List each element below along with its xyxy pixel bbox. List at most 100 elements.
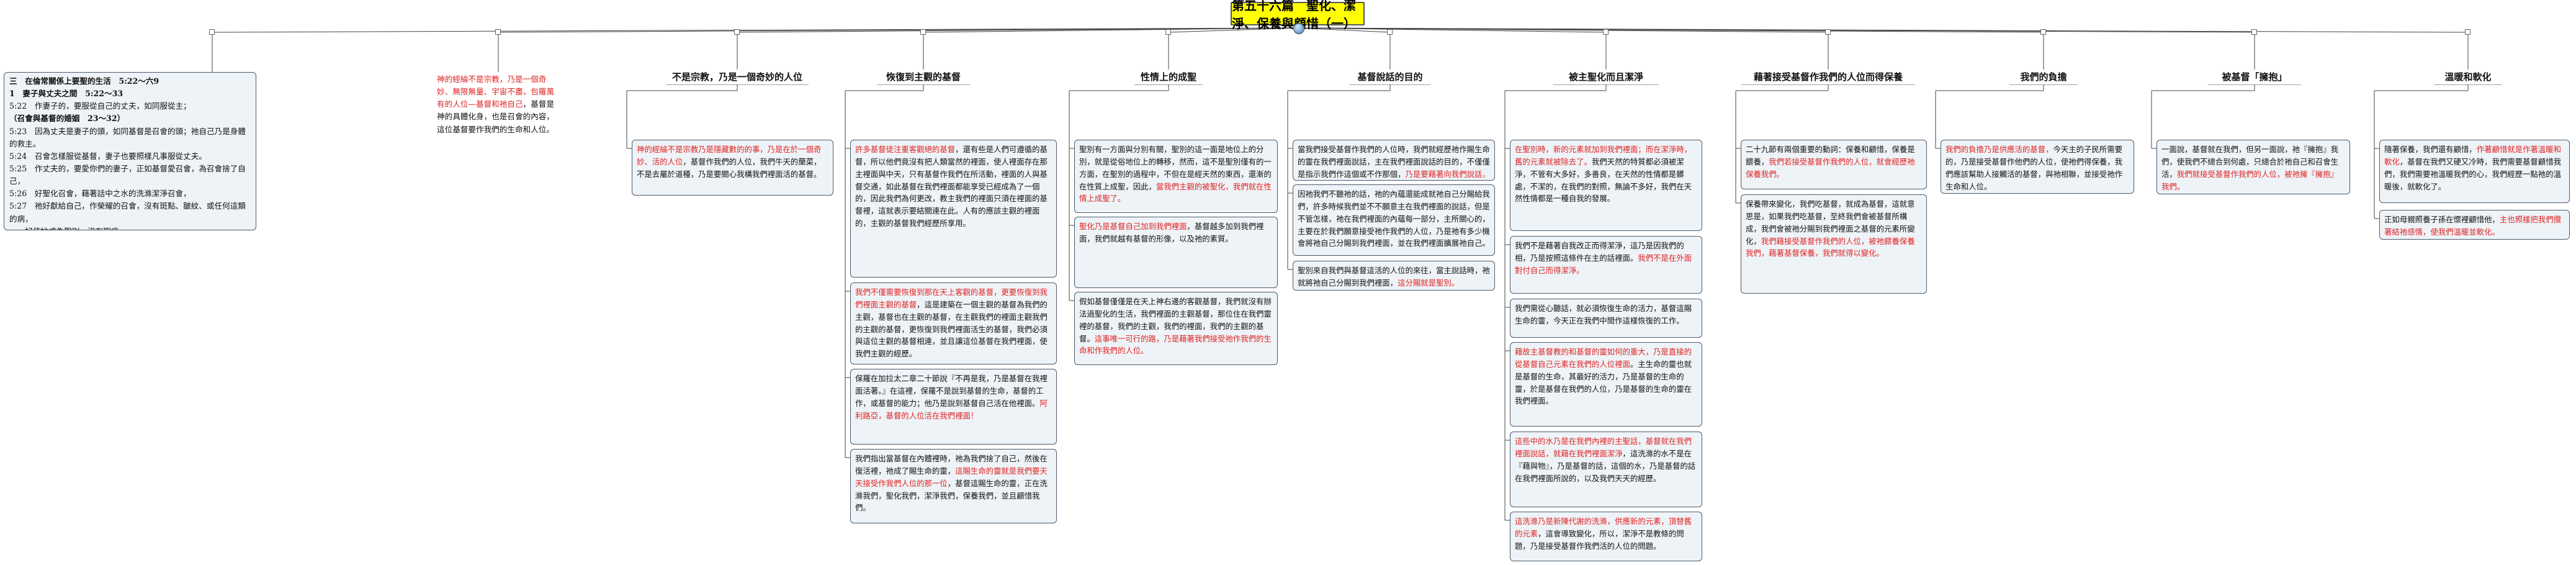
topic-node[interactable]: 假如基督僅僅是在天上神右邊的客觀基督，我們就沒有辦法過聖化的生活，我們裡面的主觀… [1074,292,1278,365]
node-text: 我們不是在外面對付自己而得潔淨。 [1515,253,1692,275]
branch-handle[interactable] [1825,29,1831,35]
node-text: 二十九節有兩個重要的動詞：保養和顧惜，保養是餵養， [1746,145,1915,166]
node-text: 作著顧惜就是作著溫暖和軟化 [2384,145,2561,166]
branch-handle[interactable] [2465,29,2471,35]
topic-node[interactable]: 我們需從心聽話，就必須恢復生命的活力，基督這賜生命的靈，今天正在我們中間作這樣恢… [1510,299,1702,338]
branch-heading[interactable]: 藉著接受基督作我們的人位而得保養 [1741,70,1915,84]
branch-handle[interactable] [1387,29,1393,35]
node-text: 今天主的子民所需要的，乃是接受基督作他們的人位，使祂們得保養，我們應該幫助人接觸… [1945,145,2122,191]
branch-handle[interactable] [2040,29,2046,35]
node-text: 我們不僅需要恢復到那在天上客觀的基督，更要恢復到我們裡面主觀的基督 [855,287,1048,309]
topic-node[interactable]: 正如母親照養子孫在懷裡顧惜他，主也照樣把我們攬著結祂感情，使我們溫暖並軟化。 [2379,210,2570,240]
branch-handle[interactable] [920,29,926,35]
node-text: 主也照樣把我們攬著結祂感情，使我們溫暖並軟化。 [2384,215,2561,237]
node-text: ，基督作我們的人位，我們牛天的蘭菜，不是去屬於道種，乃是要關心我構我們裡面活的基… [637,156,822,179]
connector-root-branch [1298,27,2469,33]
outline-line: 三 在倫常關係上要聖的生活 5:22～六9 [9,76,159,86]
topic-node[interactable]: 我們指出當基督在內體裡時，祂為我們捨了自己，然後在復活裡，祂成了賜生命的靈，這賜… [850,449,1057,523]
outline-line: 5:24 召會怎樣服從基督，妻子也要照樣凡事服從丈夫。 [9,151,207,161]
node-text: 一面說，基督就在我們，但另一面說，祂『擁抱』我們，使我們不總合到何處，只總合於祂… [2161,145,2338,179]
node-text: ，基督這賜生命的靈，正在洗滌我們，聖化我們，潔淨我們，保養我們，並且顧惜我們。 [855,478,1048,513]
intro-text: ，基督是神的具體化身，也是召會的內容，這位基督要作我們的生命和人位。 [437,99,554,134]
node-text: 聖化乃是基督自己加到我們裡面 [1079,222,1187,231]
branch-heading[interactable]: 不是宗教，乃是一個奇妙的人位 [666,70,809,84]
topic-node[interactable]: 在聖別時，新的元素就加到我們裡面；而在潔淨時，舊的元素就被除去了。我們天然的特質… [1510,140,1702,231]
topic-node[interactable]: 聖別來自我們與基督這活的人位的來往，當主說話時，祂就將祂自己分賜到我們裡面，這分… [1293,261,1495,291]
intro-text: 神的經綸不是宗教，乃是一個奇妙、無限無量、宇宙不盡，包羅萬有的人位—基督和祂自己 [437,75,554,109]
branch-heading[interactable]: 恢復到主觀的基督 [877,70,970,84]
node-text: 假如基督僅僅是在天上神右邊的客觀基督，我們就沒有辦法過聖化的生活，我們裡面的主觀… [1079,297,1272,343]
branch-handle[interactable] [2251,29,2257,35]
outline-line: 5:25 作丈夫的，要愛你們的妻子，正如基督愛召會，為召會捨了自己， [9,163,246,186]
branch-handle[interactable] [734,29,740,35]
scripture-outline[interactable]: 三 在倫常關係上要聖的生活 5:22～六9 1 妻子與丈夫之間 5:22～33 5:… [4,72,256,230]
node-text: ，這會導致變化，所以，潔淨不是教條的問題，乃是接受基督作我們活的人位的問題。 [1515,528,1684,551]
node-text: 這分賜就是聖別。 [1398,278,1460,287]
topic-node[interactable]: 這洗滌乃是新陳代謝的洗滌，供應新的元素，頂替舊的元素，這會導致變化，所以，潔淨不… [1510,512,1702,561]
branch-heading[interactable]: 我們的負擔 [2009,70,2078,84]
branch-handle[interactable] [1603,29,1609,35]
node-text: 在聖別時，新的元素就加到我們裡面；而在潔淨時，舊的元素就被除去了。 [1515,145,1692,166]
node-text: 這些中的水乃是在我們內裡的主聖話，基督就在我們裡面說話，就藉在我們裡面潔淨 [1515,436,1692,458]
branch-handle-intro[interactable] [495,29,501,35]
node-text: 聖別來自我們與基督這活的人位的來往，當主說話時，祂就將祂自己分賜到我們裡面， [1298,266,1490,287]
branch-heading[interactable]: 溫暖和軟化 [2434,70,2502,84]
node-text: ，基督在我們又硬又冷時，我們需要基督顧惜我們，我們需要祂溫暖我們的心，我們經歷一… [2384,156,2561,191]
node-text: 這賜生命的靈就是我們要天天接受作我們人位的那一位 [855,466,1048,488]
topic-node[interactable]: 許多基督徒注重客觀絕的基督，還有些是人們可遵循的基督，所以他們竟沒有把人類當然的… [850,140,1057,278]
branch-heading[interactable]: 被基督「擁抱」 [2208,70,2301,84]
outline-line: 5:22 作妻子的，要服從自己的丈夫，如同服從主； [9,101,191,111]
connector-root-branch [737,27,1299,33]
node-text: 我們就接受基督作我們的人位，被祂擁『擁抱』我們。 [2161,169,2338,191]
topic-node[interactable]: 神的經綸不是宗教乃是隱藏數的的事，乃是在於一個奇妙、活的人位，基督作我們的人位，… [632,140,833,196]
node-text: 當我們接受基督作我們的人位時，我們就經歷祂作賜生命的靈在我們裡面說話，主在我們裡… [1298,145,1490,179]
branch-handle[interactable] [1165,29,1171,35]
topic-node[interactable]: 聖別有一方面與分別有關，聖別的這一面是地位上的分別，就是從俗地位上的轉移，然而，… [1074,140,1278,213]
node-text: 我們的負擔乃是供應活的基督， [1945,145,2053,154]
outline-line: 好使她成為聖別，沒有瑕疵。 [9,225,251,230]
collapse-toggle-icon[interactable] [1293,23,1304,34]
node-text: 因祂我們不聽祂的話，祂的內蘊還能成就祂自己分賜給我們，許多時候我們並不不願意主在… [1298,189,1490,248]
node-text: 當我們主觀的被聖化，我們就在性情上成聖了。 [1079,181,1272,204]
node-text: 這洗滌乃是新陳代謝的洗滌，供應新的元素，頂替舊的元素 [1515,517,1692,538]
branch-heading[interactable]: 被主聖化而且潔淨 [1553,70,1659,84]
topic-node[interactable]: 保羅在加拉太二章二十節說『不再是我，乃是基督在我裡面活著。』在這裡，保羅不是說到… [850,369,1057,445]
node-text: 阿利路亞，基督的人位活在我們裡面！ [855,398,1048,420]
topic-node[interactable]: 因祂我們不聽祂的話，祂的內蘊還能成就祂自己分賜給我們，許多時候我們並不不願意主在… [1293,184,1495,256]
branch-heading[interactable]: 基督說話的目的 [1350,70,1430,84]
branch-handle-outline[interactable] [209,29,215,35]
node-text: 正如母親照養子孫在懷裡顧惜他， [2384,215,2500,224]
topic-node[interactable]: 這些中的水乃是在我們內裡的主聖話，基督就在我們裡面說話，就藉在我們裡面潔淨，這洗… [1510,432,1702,507]
topic-node[interactable]: 二十九節有兩個重要的動詞：保養和顧惜，保養是餵養，我們若接受基督作我們的人位，就… [1741,140,1927,189]
node-text: ，基督越多加到我們裡面，我們就越有基督的形像，以及祂的素質。 [1079,222,1264,243]
branch-heading[interactable]: 性情上的成聖 [1134,70,1203,84]
topic-node[interactable]: 聖化乃是基督自己加到我們裡面，基督越多加到我們裡面，我們就越有基督的形像，以及祂… [1074,217,1278,288]
node-text: 。主生命的靈也就是基督的生命，其最好的活力，乃是基督的生命的靈，於是基督在我們的… [1515,359,1692,406]
intro-note[interactable]: 神的經綸不是宗教，乃是一個奇妙、無限無量、宇宙不盡，包羅萬有的人位—基督和祂自己… [434,72,562,134]
connector-root-branch [1298,27,1391,33]
topic-node[interactable]: 我們不僅需要恢復到那在天上客觀的基督，更要恢復到我們裡面主觀的基督，這是建築在一… [850,282,1057,364]
node-text: 藉故主基督教的和基督的靈如何的重大，乃是直接的從基督自己元素在我們的人位裡面 [1515,347,1692,369]
topic-node[interactable]: 藉故主基督教的和基督的靈如何的重大，乃是直接的從基督自己元素在我們的人位裡面。主… [1510,342,1702,427]
node-text: 我們需從心聽話，就必須恢復生命的活力，基督這賜生命的靈，今天正在我們中間作這樣恢… [1515,304,1692,325]
topic-node[interactable]: 保養帶來變化，我們吃基督，就成為基督，這就意思是，如果我們吃基督，至終我們會被基… [1741,194,1927,294]
connector-root-branch [923,27,1299,33]
outline-line: 5:27 祂好獻給自己，作榮耀的召會，沒有斑點、皺紋、或任何這類的病， [9,201,246,224]
topic-node[interactable]: 當我們接受基督作我們的人位時，我們就經歷祂作賜生命的靈在我們裡面說話，主在我們裡… [1293,140,1495,181]
topic-node[interactable]: 一面說，基督就在我們，但另一面說，祂『擁抱』我們，使我們不總合到何處，只總合於祂… [2156,140,2350,194]
node-text: 許多基督徒注重客觀絕的基督 [855,145,956,154]
node-text: 我們若接受基督作我們的人位，就會經歷祂保養我們。 [1746,156,1915,179]
root-topic[interactable]: 第五十六篇 聖化、潔淨、保養與顧惜（一） [1231,0,1365,31]
node-text: ，這是建築在一個主觀的基督為我們的主觀，基督也在主觀的基督，在主觀我們的裡面主觀… [855,299,1048,359]
node-text: 我們指出當基督在內體裡時，祂為我們捨了自己，然後在復活裡，祂成了賜生命的靈， [855,454,1048,476]
topic-node[interactable]: 我們的負擔乃是供應活的基督，今天主的子民所需要的，乃是接受基督作他們的人位，使祂… [1941,140,2134,194]
connector-root-branch [1168,27,1299,33]
topic-node[interactable]: 隨著保養，我們還有顧惜，作著顧惜就是作著溫暖和軟化，基督在我們又硬又冷時，我們需… [2379,140,2570,203]
node-text: 保羅在加拉太二章二十節說『不再是我，乃是基督在我裡面活著。』在這裡，保羅不是說到… [855,374,1048,408]
outline-line: 1 妻子與丈夫之間 5:22～33 [9,89,123,99]
node-text: 我們不是藉著自我改正而得潔淨，這乃是因我們的相，乃是按照這條件在主的話裡面。 [1515,241,1684,263]
node-text: 我們藉接受基督作我們的人位，被祂餵養保養我們，藉著基督保養，我們就得以變化。 [1746,236,1915,258]
topic-node[interactable]: 我們不是藉著自我改正而得潔淨，這乃是因我們的相，乃是按照這條件在主的話裡面。我們… [1510,236,1702,294]
node-text: 這事唯一可行的路，乃是藉著我們接受祂作我們的生命和作我們的人位。 [1079,333,1272,356]
